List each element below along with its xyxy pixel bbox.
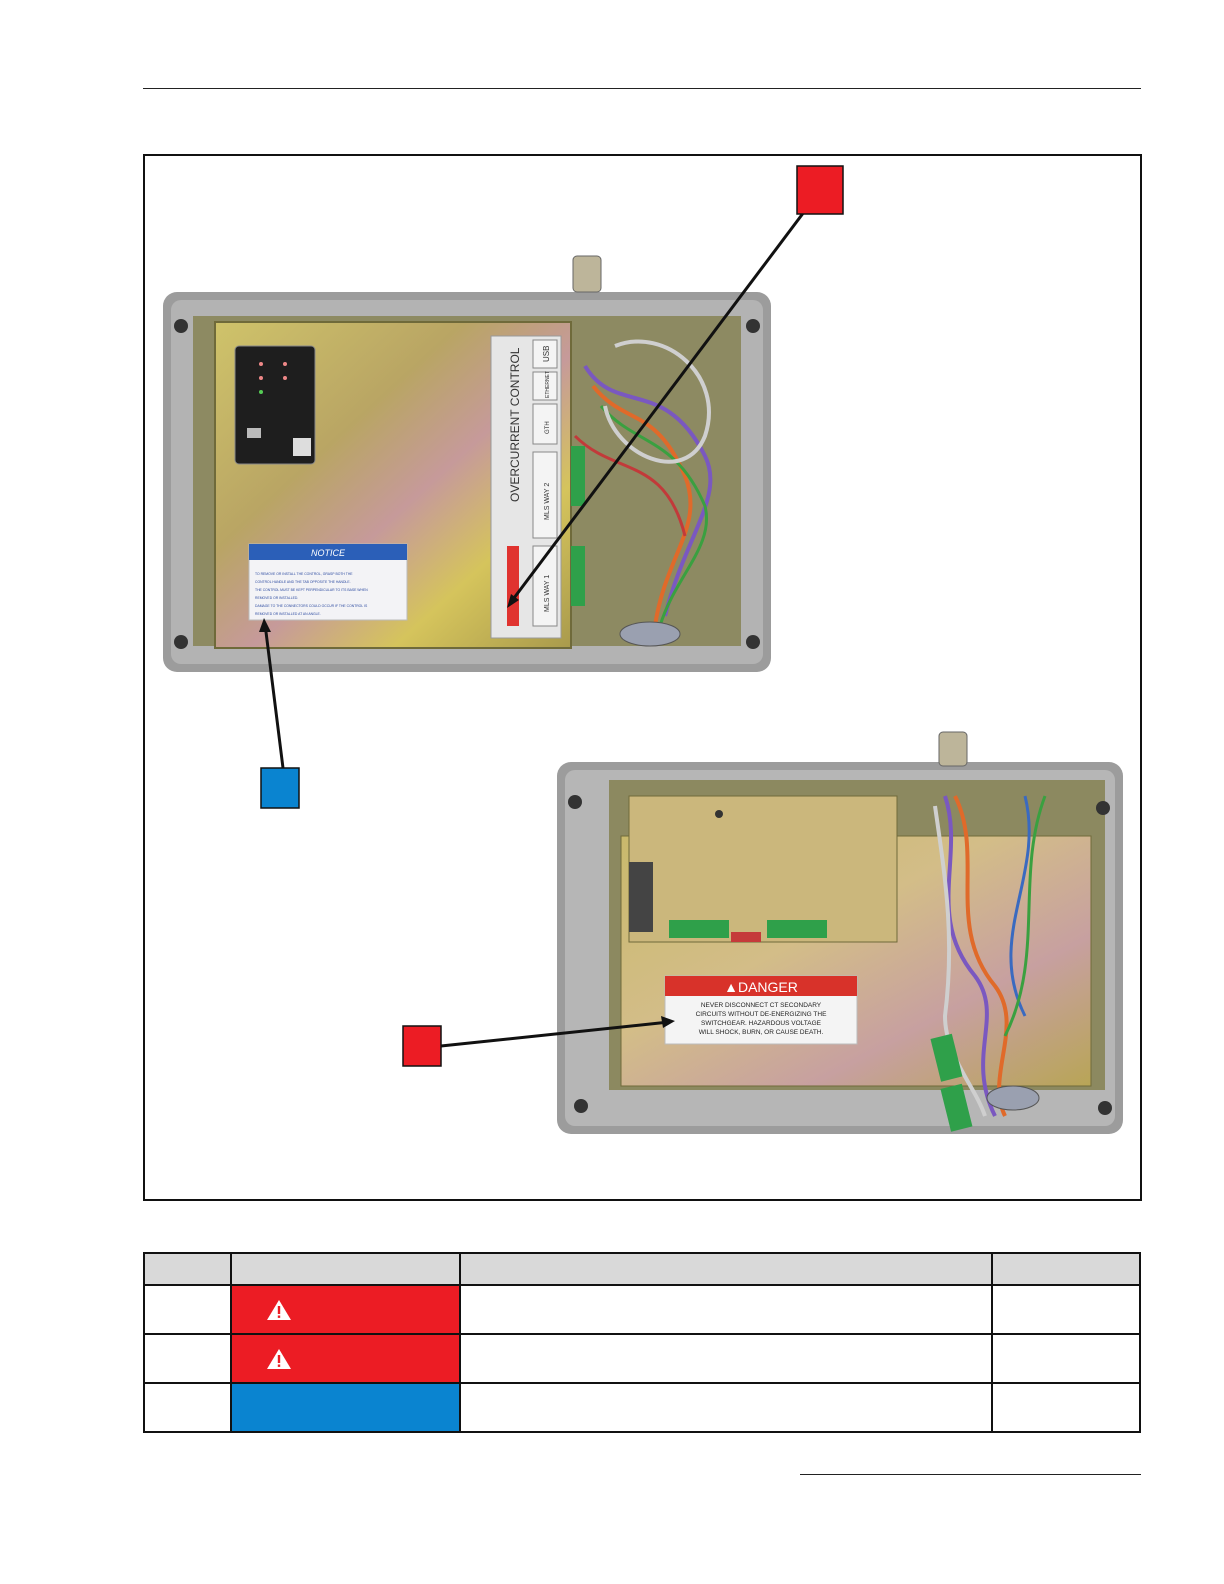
table-cell xyxy=(990,1382,1142,1433)
arrowhead xyxy=(507,594,519,608)
arrowhead xyxy=(259,618,271,632)
table-row xyxy=(143,1333,1142,1384)
enclosure-rear-view: ▲DANGER NEVER DISCONNECT CT SECONDARY CI… xyxy=(557,731,1123,1134)
table-cell xyxy=(143,1333,232,1384)
leader-line-left xyxy=(263,623,285,769)
port-mls-way-2: MLS WAY 2 xyxy=(544,483,551,520)
callout-marker-danger-2 xyxy=(402,1025,442,1067)
callout-marker-notice xyxy=(260,767,300,809)
label-table xyxy=(143,1252,1142,1433)
callout-marker-danger-1 xyxy=(796,165,844,215)
notice-decal: NOTICE TO REMOVE OR INSTALL THE CONTROL,… xyxy=(248,543,408,621)
table-header-row xyxy=(143,1252,1142,1286)
notice-decal-header: NOTICE xyxy=(311,548,346,558)
table-header-cell xyxy=(458,1252,993,1286)
enclosure-illustration: OVERCURRENT CONTROL USB ETHERNET GTH MLS… xyxy=(163,165,1123,1134)
notice-line: CONTROL HANDLE AND THE TAB OPPOSITE THE … xyxy=(255,580,351,584)
arrowhead xyxy=(661,1016,675,1028)
danger-signal-cell xyxy=(229,1284,461,1335)
port-usb: USB xyxy=(542,346,551,362)
table-header-cell xyxy=(229,1252,461,1286)
danger-signal-cell xyxy=(229,1333,461,1384)
table-row xyxy=(143,1284,1142,1335)
leader-line-bottom xyxy=(440,1020,670,1048)
danger-line: CIRCUITS WITHOUT DE-ENERGIZING THE xyxy=(696,1011,828,1018)
danger-decal: ▲DANGER NEVER DISCONNECT CT SECONDARY CI… xyxy=(664,975,858,1045)
header-rule xyxy=(143,88,1141,89)
notice-line: TO REMOVE OR INSTALL THE CONTROL, GRASP … xyxy=(255,572,353,576)
table-cell xyxy=(458,1284,993,1335)
label-location-figure: OVERCURRENT CONTROL USB ETHERNET GTH MLS… xyxy=(143,154,1142,1201)
table-header-cell xyxy=(143,1252,232,1286)
table-cell xyxy=(990,1333,1142,1384)
table-cell xyxy=(458,1382,993,1433)
panel-title-text: OVERCURRENT CONTROL xyxy=(508,347,522,502)
notice-line: DAMAGE TO THE CONNECTORS COULD OCCUR IF … xyxy=(255,604,368,608)
warning-triangle-icon xyxy=(266,1299,291,1320)
danger-decal-header: ▲DANGER xyxy=(724,979,798,995)
port-mls-way-1: MLS WAY 1 xyxy=(544,575,551,612)
danger-line: NEVER DISCONNECT CT SECONDARY xyxy=(701,1002,822,1009)
notice-line: REMOVED OR INSTALLED. xyxy=(255,596,298,600)
danger-line: SWITCHGEAR. HAZARDOUS VOLTAGE xyxy=(701,1020,822,1027)
port-gth: GTH xyxy=(545,421,551,434)
enclosure-front-view: OVERCURRENT CONTROL USB ETHERNET GTH MLS… xyxy=(163,255,771,672)
notice-line: THE CONTROL MUST BE KEPT PERPENDICULAR T… xyxy=(255,588,368,592)
table-cell xyxy=(458,1333,993,1384)
danger-line: WILL SHOCK, BURN, OR CAUSE DEATH. xyxy=(699,1029,824,1036)
leader-line-top xyxy=(509,191,821,603)
footer-rule xyxy=(800,1474,1141,1475)
table-header-cell xyxy=(990,1252,1142,1286)
notice-signal-cell xyxy=(229,1382,461,1433)
table-cell xyxy=(143,1382,232,1433)
notice-line: REMOVED OR INSTALLED AT AN ANGLE. xyxy=(255,612,321,616)
table-cell xyxy=(990,1284,1142,1335)
table-row xyxy=(143,1382,1142,1433)
table-cell xyxy=(143,1284,232,1335)
warning-triangle-icon xyxy=(266,1348,291,1369)
port-ethernet: ETHERNET xyxy=(545,371,551,398)
